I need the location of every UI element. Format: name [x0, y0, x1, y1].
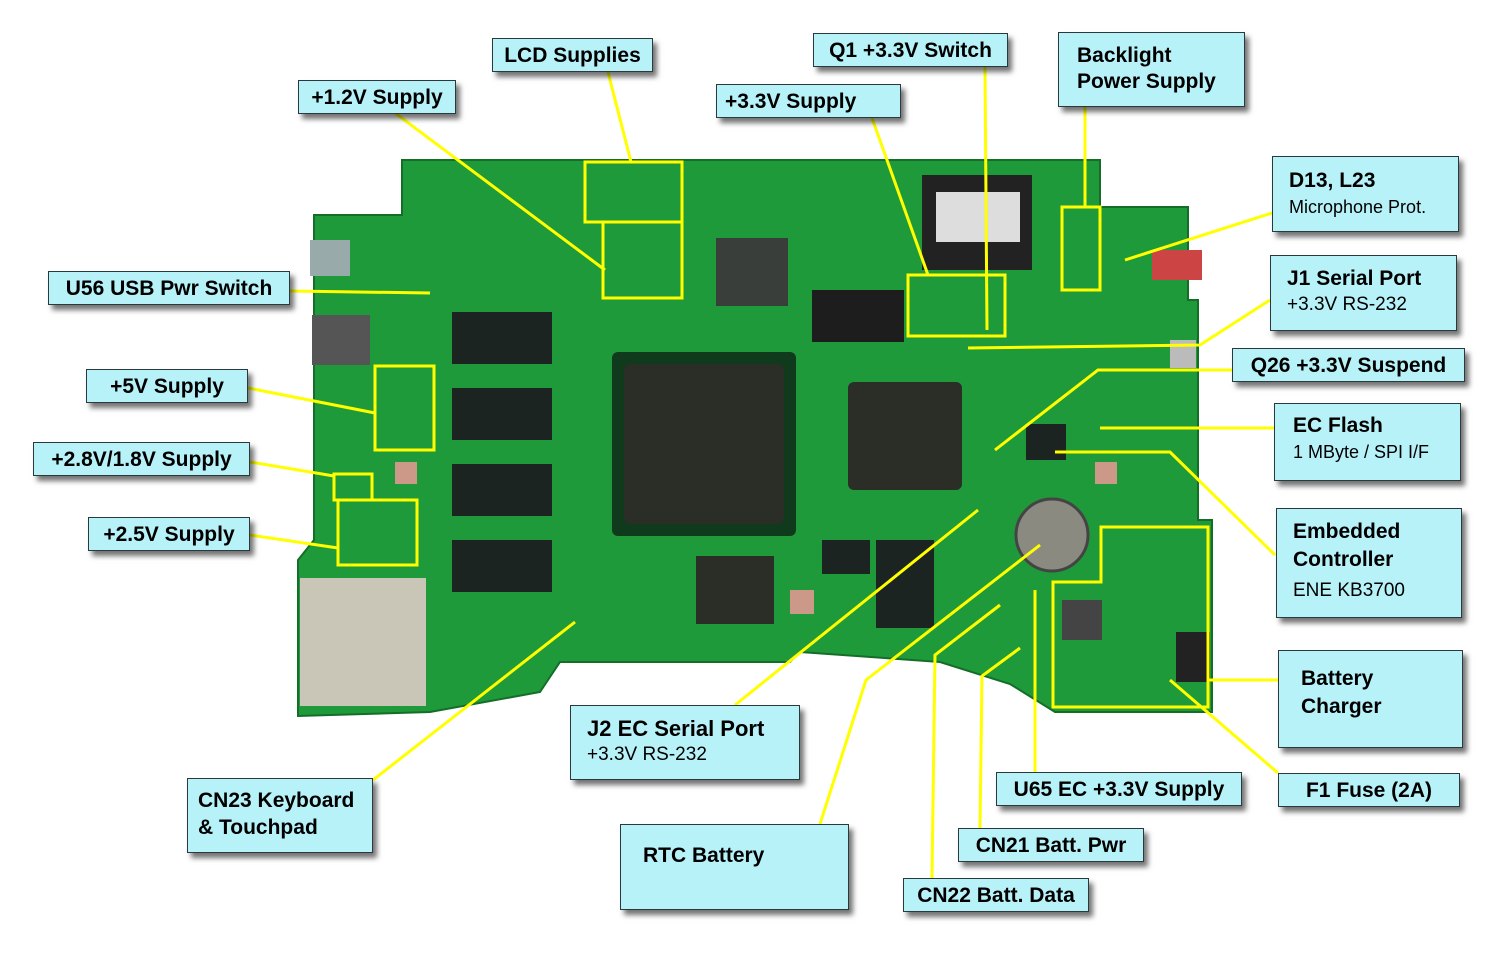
label-title: Q1 +3.3V Switch — [829, 39, 992, 62]
label-subtitle: 1 MByte / SPI I/F — [1293, 442, 1430, 462]
board-components — [300, 175, 1210, 706]
label-title: LCD Supplies — [504, 44, 641, 67]
label-title: +2.8V/1.8V Supply — [51, 448, 232, 471]
label-backlight: Backlight Power Supply — [1058, 32, 1245, 107]
label-cn21: CN21 Batt. Pwr — [958, 828, 1144, 862]
label-j2-ec-serial: J2 EC Serial Port +3.3V RS-232 — [570, 705, 800, 780]
label-title: +2.5V Supply — [103, 523, 235, 546]
label-title: J2 EC Serial Port — [587, 716, 765, 741]
label-title: U56 USB Pwr Switch — [65, 277, 273, 300]
label-f1-fuse: F1 Fuse (2A) — [1278, 773, 1460, 807]
label-u65: U65 EC +3.3V Supply — [996, 772, 1242, 806]
label-subtitle: ENE KB3700 — [1293, 580, 1405, 601]
callout-lines — [247, 66, 1279, 879]
label-cn23: CN23 Keyboard & Touchpad — [187, 778, 373, 853]
label-title: +3.3V Supply — [725, 90, 857, 113]
label-title: +5V Supply — [110, 375, 224, 398]
label-3v3-supply: +3.3V Supply — [716, 84, 901, 118]
label-title: CN21 Batt. Pwr — [975, 834, 1127, 857]
label-cn22: CN22 Batt. Data — [903, 878, 1089, 912]
label-lcd-supplies: LCD Supplies — [492, 38, 653, 72]
label-j1-serial: J1 Serial Port +3.3V RS-232 — [1270, 255, 1457, 331]
label-title: EC Flash — [1293, 414, 1383, 437]
label-rtc-battery: RTC Battery — [620, 824, 849, 910]
label-2v8-supply: +2.8V/1.8V Supply — [33, 442, 250, 476]
label-title: +1.2V Supply — [311, 86, 443, 109]
label-title: RTC Battery — [643, 844, 765, 867]
label-q1-switch: Q1 +3.3V Switch — [813, 33, 1008, 67]
label-2v5-supply: +2.5V Supply — [88, 517, 250, 551]
label-subtitle: +3.3V RS-232 — [1287, 294, 1407, 315]
label-title: Battery Charger — [1301, 667, 1382, 718]
label-title: Backlight Power Supply — [1077, 44, 1216, 93]
label-ec-flash: EC Flash 1 MByte / SPI I/F — [1274, 403, 1461, 481]
label-title: U65 EC +3.3V Supply — [1013, 778, 1225, 801]
highlight-boxes — [332, 160, 1210, 709]
label-subtitle: +3.3V RS-232 — [587, 744, 707, 765]
label-subtitle: Microphone Prot. — [1289, 197, 1427, 217]
label-title: D13, L23 — [1289, 169, 1376, 192]
label-title: CN22 Batt. Data — [917, 884, 1075, 907]
label-q26: Q26 +3.3V Suspend — [1232, 348, 1465, 382]
label-title: CN23 Keyboard & Touchpad — [198, 789, 355, 839]
label-battery-charger: Battery Charger — [1278, 650, 1463, 748]
label-title: J1 Serial Port — [1287, 267, 1422, 290]
label-title: F1 Fuse (2A) — [1305, 779, 1433, 802]
label-1v2-supply: +1.2V Supply — [298, 80, 456, 114]
label-title: Q26 +3.3V Suspend — [1250, 354, 1447, 377]
label-title: Embedded Controller — [1293, 520, 1401, 571]
label-5v-supply: +5V Supply — [86, 369, 248, 403]
label-u56: U56 USB Pwr Switch — [48, 271, 290, 305]
